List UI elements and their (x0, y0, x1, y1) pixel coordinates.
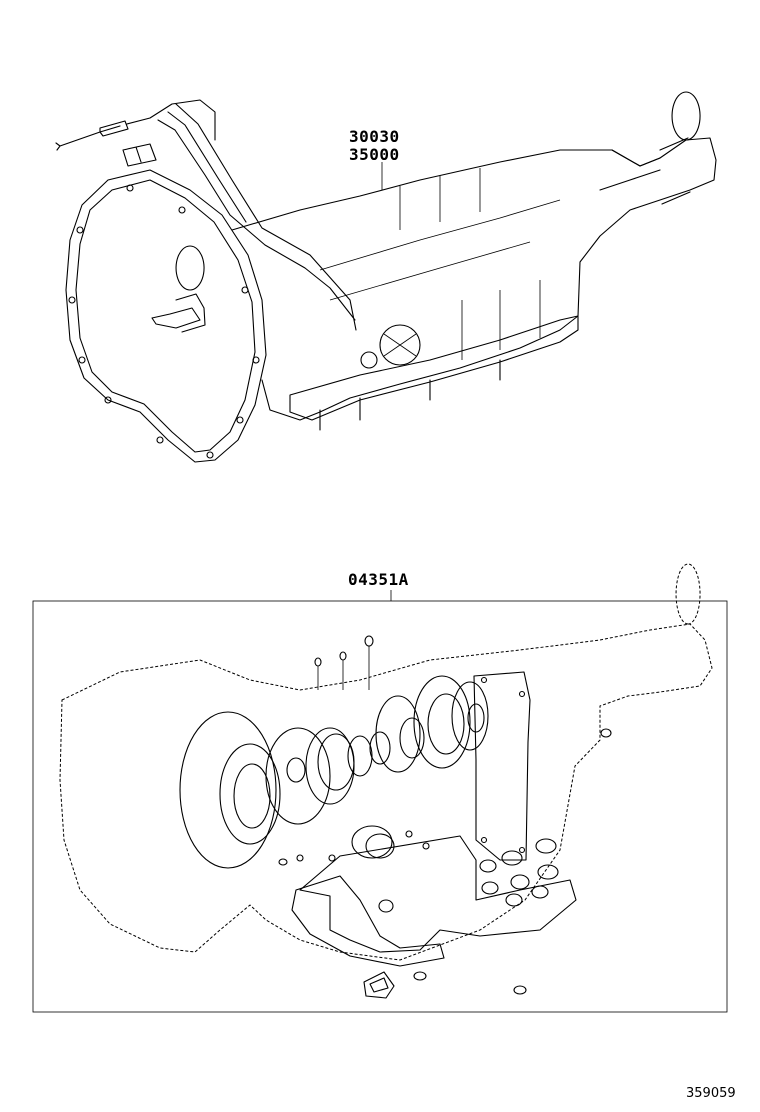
strainer-seal (351, 825, 393, 859)
rear-gasket (473, 671, 531, 861)
illustration-id: 359059 (686, 1086, 736, 1101)
part-number-label-30030: 30030 (349, 127, 400, 146)
part-number-label-04351A: 04351A (348, 570, 409, 589)
oil-pan (289, 315, 579, 431)
valve-body-gasket (299, 835, 577, 953)
input-shaft (151, 245, 206, 333)
phantom-transmission-outline (59, 563, 713, 961)
flange-bolt-holes (68, 184, 260, 459)
seal-rings (179, 675, 489, 869)
gasket-kit-drawing (32, 563, 728, 1013)
kit-frame (32, 600, 728, 1013)
part-number-label-35000: 35000 (349, 145, 400, 164)
bell-housing-flange (65, 169, 267, 463)
transmission-case (231, 137, 717, 421)
valve-body-o-rings (378, 838, 559, 913)
throttle-cable (55, 99, 216, 151)
extension-housing (599, 91, 701, 205)
separator-plate-gasket (291, 875, 445, 967)
speed-sensor-boss (379, 324, 421, 366)
pan-gasket-piece (363, 971, 395, 999)
transmission-assembly-drawing (55, 91, 717, 463)
small-o-rings (278, 635, 612, 995)
wire-connector (122, 143, 157, 167)
